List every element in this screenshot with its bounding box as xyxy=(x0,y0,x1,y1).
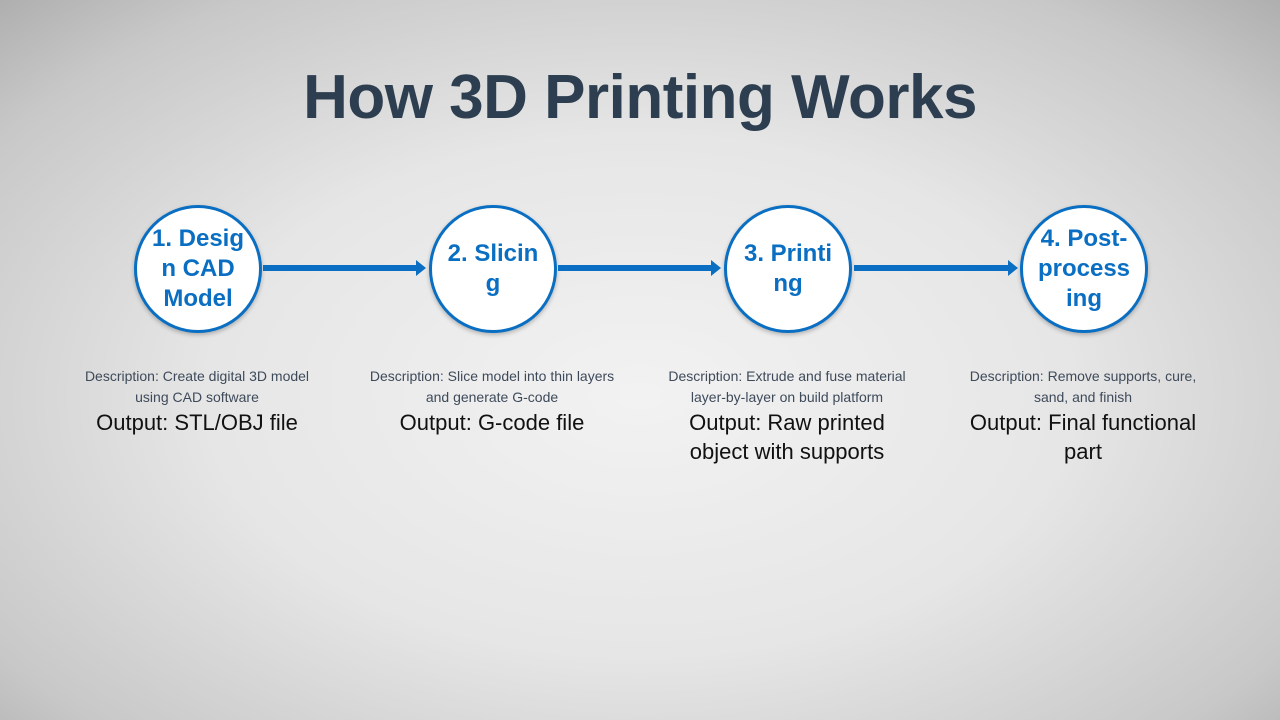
step-1-info: Description: Create digital 3D model usi… xyxy=(72,366,322,437)
step-3-output: Output: Raw printed object with supports xyxy=(689,410,885,464)
step-3-label: 3. Printing xyxy=(743,240,833,297)
arrow-3-to-4 xyxy=(854,260,1018,276)
step-1-description: Description: Create digital 3D model usi… xyxy=(84,368,310,405)
step-1-label: 1. Design CAD Model xyxy=(151,225,245,312)
step-4-output: Output: Final functional part xyxy=(969,410,1197,464)
step-2-circle: 2. Slicing xyxy=(429,205,557,333)
step-1-circle: 1. Design CAD Model xyxy=(134,205,262,333)
step-3-description: Description: Extrude and fuse material l… xyxy=(668,368,906,405)
step-2-label: 2. Slicing xyxy=(447,240,539,297)
arrow-2-to-3 xyxy=(558,260,721,276)
step-3-info: Description: Extrude and fuse material l… xyxy=(662,366,912,466)
step-2-description: Description: Slice model into thin layer… xyxy=(369,368,615,405)
step-1-output: Output: STL/OBJ file xyxy=(96,410,298,435)
step-2-output: Output: G-code file xyxy=(399,410,585,435)
step-2-info: Description: Slice model into thin layer… xyxy=(367,366,617,437)
arrow-1-to-2 xyxy=(263,260,426,276)
slide-title: How 3D Printing Works xyxy=(303,63,977,132)
step-4-info: Description: Remove supports, cure, sand… xyxy=(958,366,1208,466)
step-4-circle: 4. Post-processing xyxy=(1020,205,1148,333)
step-4-description: Description: Remove supports, cure, sand… xyxy=(969,368,1197,405)
step-4-label: 4. Post-processing xyxy=(1037,225,1131,312)
step-3-circle: 3. Printing xyxy=(724,205,852,333)
